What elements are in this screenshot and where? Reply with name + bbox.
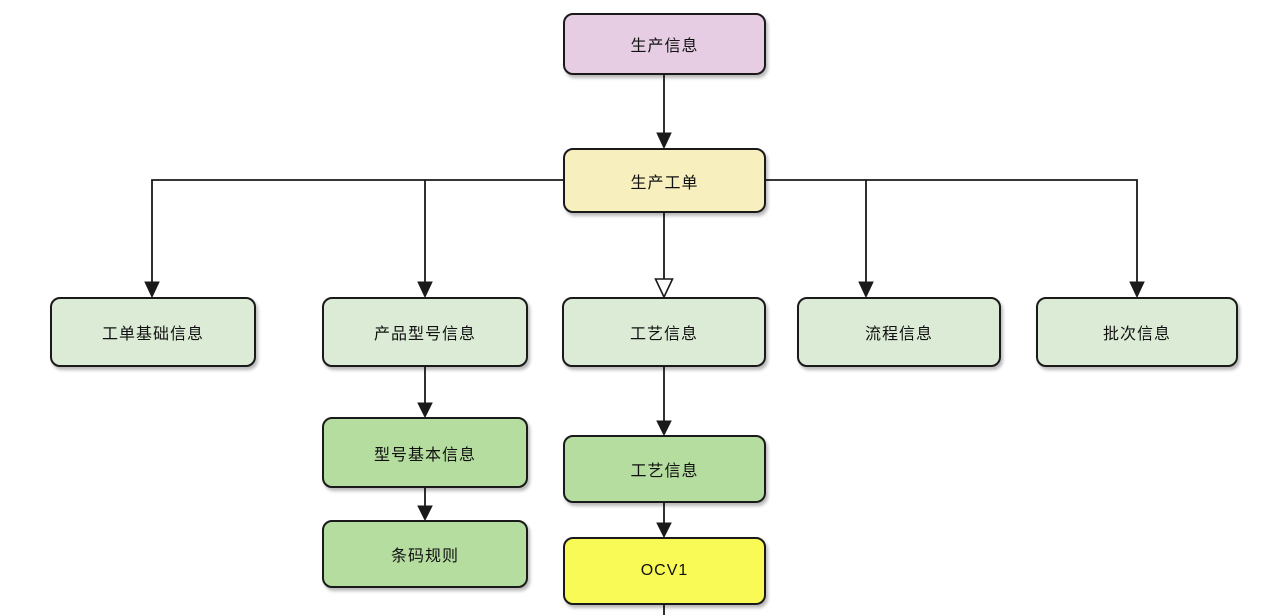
node-label-production-info: 生产信息	[630, 38, 699, 55]
node-label-batch-info: 批次信息	[1102, 326, 1171, 343]
node-process-info: 工艺信息	[562, 297, 766, 367]
node-label-process-info: 工艺信息	[629, 326, 698, 343]
node-label-order-basic-info: 工单基础信息	[101, 326, 204, 343]
arrowhead-process-detail	[656, 420, 672, 437]
node-barcode-rule: 条码规则	[322, 520, 528, 588]
node-label-model-basic-info: 型号基本信息	[373, 446, 476, 464]
node-label-flow-info: 流程信息	[864, 326, 933, 343]
node-label-work-order: 生产工单	[630, 174, 699, 192]
node-label-process-detail-info: 工艺信息	[630, 463, 699, 480]
arrowhead-work-order	[656, 132, 672, 150]
node-production-info: 生产信息	[563, 13, 766, 75]
edge-work-order-left-branch	[151, 179, 563, 283]
node-label-ocv1: OCV1	[640, 562, 689, 579]
arrowhead-flow-info	[858, 281, 874, 299]
node-label-barcode-rule: 条码规则	[390, 548, 459, 565]
edge-work-order-right-branch	[765, 179, 1138, 283]
node-product-model-info: 产品型号信息	[322, 297, 528, 367]
hollow-arrowhead-process-info	[654, 278, 674, 299]
node-process-detail-info: 工艺信息	[563, 435, 766, 503]
node-label-product-model-info: 产品型号信息	[373, 326, 476, 343]
arrowhead-order-basic	[144, 281, 160, 299]
node-work-order: 生产工单	[563, 148, 766, 213]
arrowhead-batch-info	[1129, 281, 1145, 299]
node-order-basic-info: 工单基础信息	[50, 297, 256, 367]
node-model-basic-info: 型号基本信息	[322, 417, 528, 488]
arrowhead-barcode-rule	[417, 505, 433, 522]
node-batch-info: 批次信息	[1036, 297, 1238, 367]
arrowhead-product-model	[417, 281, 433, 299]
node-flow-info: 流程信息	[797, 297, 1001, 367]
arrowhead-ocv1	[656, 522, 672, 539]
node-ocv1: OCV1	[563, 537, 766, 605]
arrowhead-model-basic	[417, 402, 433, 419]
